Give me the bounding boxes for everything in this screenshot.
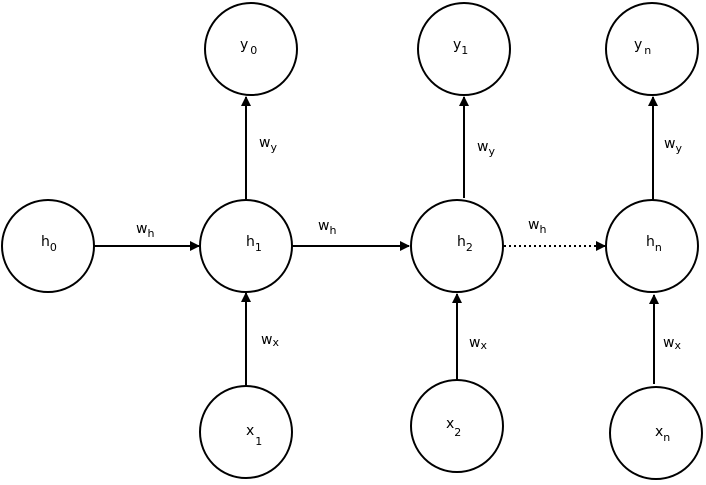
- node-xn: xn: [609, 386, 703, 480]
- svg-text:y0: y0: [240, 37, 257, 57]
- svg-text:x2: x2: [446, 416, 461, 439]
- node-x1: x1: [199, 385, 293, 479]
- edge-label-main: w: [136, 221, 147, 237]
- node-main-label: x: [246, 423, 254, 439]
- node-subscript: 1: [255, 435, 262, 448]
- edge-label-subscript: y: [488, 145, 495, 158]
- edge-label-main: w: [477, 139, 488, 155]
- edge-label-subscript: x: [480, 339, 487, 352]
- node-subscript: 1: [255, 241, 262, 254]
- node-main-label: x: [446, 416, 454, 432]
- node-main-label: y: [240, 37, 248, 53]
- node-main-label: y: [453, 37, 461, 53]
- edge-label-h1-y0: wy: [259, 135, 277, 154]
- edge-label-main: w: [663, 335, 674, 351]
- node-subscript: 0: [250, 44, 257, 57]
- edge-label-main: w: [664, 136, 675, 152]
- node-h2: h2: [410, 199, 504, 293]
- edge-label-main: w: [318, 218, 329, 234]
- edge-label-subscript: h: [147, 227, 154, 240]
- node-h1: h1: [199, 199, 293, 293]
- node-subscript: n: [655, 241, 662, 254]
- node-subscript: n: [663, 431, 670, 444]
- edge-label-main: w: [259, 135, 270, 151]
- node-main-label: y: [634, 37, 642, 53]
- edge-label-h2-y1: wy: [477, 139, 495, 158]
- edge-label-main: w: [528, 217, 539, 233]
- node-hn: hn: [605, 199, 699, 293]
- node-x2: x2: [410, 379, 504, 473]
- edge-label-x2-h2: wx: [469, 335, 487, 352]
- node-main-label: h: [246, 234, 255, 250]
- edge-label-h2-hn: wh: [528, 217, 546, 236]
- node-main-label: x: [655, 424, 663, 440]
- node-main-label: h: [646, 234, 655, 250]
- node-subscript: n: [644, 44, 651, 57]
- svg-text:yn: yn: [634, 37, 651, 57]
- svg-text:h1: h1: [246, 234, 262, 254]
- node-y1: y1: [417, 2, 511, 96]
- node-subscript: 2: [466, 241, 473, 254]
- edge-label-x1-h1: wx: [261, 332, 279, 349]
- svg-text:x1: x1: [246, 423, 262, 448]
- edge-label-h1-h2: wh: [318, 218, 336, 237]
- edge-label-subscript: x: [674, 339, 681, 352]
- svg-text:y1: y1: [453, 37, 468, 57]
- edge-label-main: w: [261, 332, 272, 348]
- edge-label-subscript: y: [270, 141, 277, 154]
- edge-label-main: w: [469, 335, 480, 351]
- node-subscript: 2: [454, 426, 461, 439]
- node-main-label: h: [457, 234, 466, 250]
- svg-text:hn: hn: [646, 234, 662, 254]
- edge-label-subscript: x: [272, 336, 279, 349]
- node-subscript: 1: [461, 44, 468, 57]
- edge-label-subscript: h: [329, 224, 336, 237]
- edge-label-hn-yn: wy: [664, 136, 682, 155]
- svg-text:h0: h0: [41, 234, 57, 254]
- edge-label-subscript: y: [675, 142, 682, 155]
- node-h0: h0: [1, 199, 95, 293]
- node-subscript: 0: [50, 241, 57, 254]
- edge-label-xn-hn: wx: [663, 335, 681, 352]
- svg-text:h2: h2: [457, 234, 473, 254]
- node-main-label: h: [41, 234, 50, 250]
- edge-label-h0-h1: wh: [136, 221, 154, 240]
- svg-text:xn: xn: [655, 424, 670, 444]
- edge-label-subscript: h: [539, 223, 546, 236]
